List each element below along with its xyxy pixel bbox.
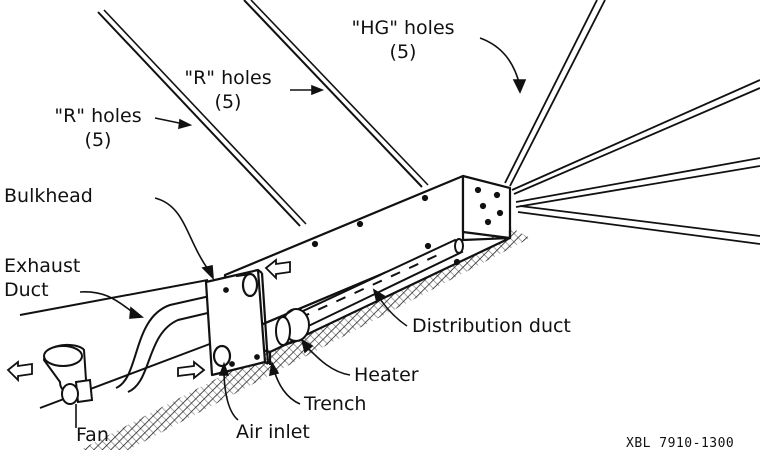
bulkhead-leader bbox=[154, 197, 211, 273]
r-holes-upper-label: "R" holes (5) bbox=[168, 66, 288, 114]
flow-arrows bbox=[6, 258, 291, 383]
flow-arrow-air-in bbox=[177, 360, 206, 380]
flow-arrow-duct-back bbox=[264, 258, 291, 281]
bulkhead-plate bbox=[204, 268, 270, 377]
trench-leader bbox=[273, 369, 301, 405]
air-inlet-label: Air inlet bbox=[236, 421, 310, 443]
r-holes-lower-label: "R" holes (5) bbox=[38, 104, 158, 152]
fan-assembly bbox=[42, 343, 94, 405]
exhaust-label-line1: Exhaust bbox=[4, 255, 81, 277]
bulkhead-label: Bulkhead bbox=[4, 185, 93, 207]
distribution-duct-label: Distribution duct bbox=[412, 315, 571, 337]
hg-holes-count: (5) bbox=[389, 41, 417, 63]
r-holes-lower-text: "R" holes bbox=[54, 105, 142, 127]
r-holes-upper-line bbox=[243, 0, 423, 188]
fan-label: Fan bbox=[76, 424, 109, 446]
r-holes-upper-count: (5) bbox=[214, 91, 242, 113]
callout-leaders bbox=[75, 37, 527, 429]
exhaust-label-line2: Duct bbox=[4, 279, 49, 301]
hg-holes-label: "HG" holes (5) bbox=[343, 16, 463, 64]
heater-body bbox=[275, 308, 310, 346]
figure-code: XBL 7910-1300 bbox=[626, 436, 735, 451]
hg-holes-text: "HG" holes bbox=[351, 17, 455, 39]
r-holes-lower-count: (5) bbox=[84, 129, 112, 151]
exhaust-duct-label: Exhaust Duct bbox=[4, 254, 80, 302]
r-holes-upper-text: "R" holes bbox=[184, 67, 272, 89]
hg-holes-lines bbox=[504, 0, 760, 245]
trench-label: Trench bbox=[304, 393, 367, 415]
heater-label: Heater bbox=[354, 364, 419, 386]
hg-leader bbox=[479, 37, 521, 87]
flow-arrow-exhaust-out bbox=[6, 360, 33, 383]
r-holes-lower-line bbox=[97, 11, 301, 227]
